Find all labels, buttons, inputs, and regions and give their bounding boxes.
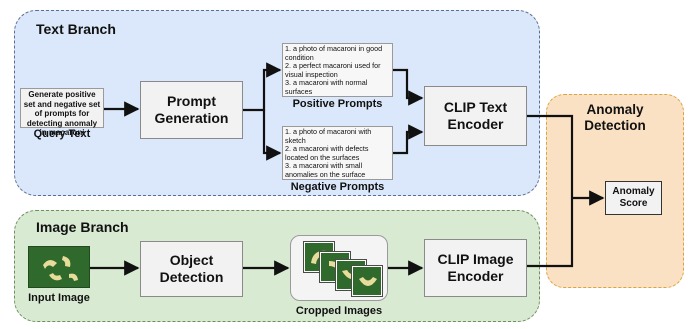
encoder-join-line bbox=[527, 114, 574, 268]
text-branch-title: Text Branch bbox=[36, 21, 116, 37]
negative-prompt-item: 2. a macaroni with defects located on th… bbox=[285, 144, 369, 162]
cropped-images-group bbox=[290, 235, 388, 301]
negative-prompt-item: 1. a photo of macaroni with sketch bbox=[285, 127, 372, 145]
clip-text-encoder-box: CLIP Text Encoder bbox=[424, 86, 527, 146]
negative-prompts-box: 1. a photo of macaroni with sketch 2. a … bbox=[282, 126, 393, 180]
cropped-image bbox=[352, 266, 382, 296]
negative-prompts-label: Negative Prompts bbox=[290, 181, 385, 193]
macaroni-image bbox=[43, 256, 78, 281]
positive-prompt-item: 2. a perfect macaroni used for visual in… bbox=[285, 61, 381, 79]
cropped-images-label: Cropped Images bbox=[295, 305, 383, 317]
arrow-negative-to-encoder bbox=[393, 124, 424, 155]
positive-prompts-label: Positive Prompts bbox=[292, 98, 383, 110]
arrow-to-negative bbox=[262, 110, 282, 161]
query-text-label: Query Text bbox=[33, 128, 91, 140]
anomaly-detection-title: Anomaly Detection bbox=[584, 102, 646, 133]
image-branch-title: Image Branch bbox=[36, 219, 129, 235]
input-image-label: Input Image bbox=[28, 292, 90, 304]
anomaly-score-box: Anomaly Score bbox=[605, 181, 662, 215]
object-detection-box: Object Detection bbox=[140, 241, 243, 297]
macaroni-crop-image bbox=[359, 277, 377, 286]
arrow-to-positive bbox=[243, 62, 282, 112]
positive-prompt-item: 1. a photo of macaroni in good condition bbox=[285, 44, 383, 62]
arrow-positive-to-encoder bbox=[393, 68, 424, 106]
query-text-box: Generate positive set and negative set o… bbox=[20, 88, 104, 137]
prompt-generation-box: Prompt Generation bbox=[140, 81, 243, 139]
positive-prompt-item: 3. a macaroni with normal surfaces bbox=[285, 78, 368, 96]
negative-prompt-item: 3. a macaroni with small anomalies on th… bbox=[285, 161, 366, 179]
positive-prompts-box: 1. a photo of macaroni in good condition… bbox=[282, 43, 393, 97]
input-image bbox=[28, 246, 90, 288]
clip-image-encoder-box: CLIP Image Encoder bbox=[424, 239, 527, 297]
